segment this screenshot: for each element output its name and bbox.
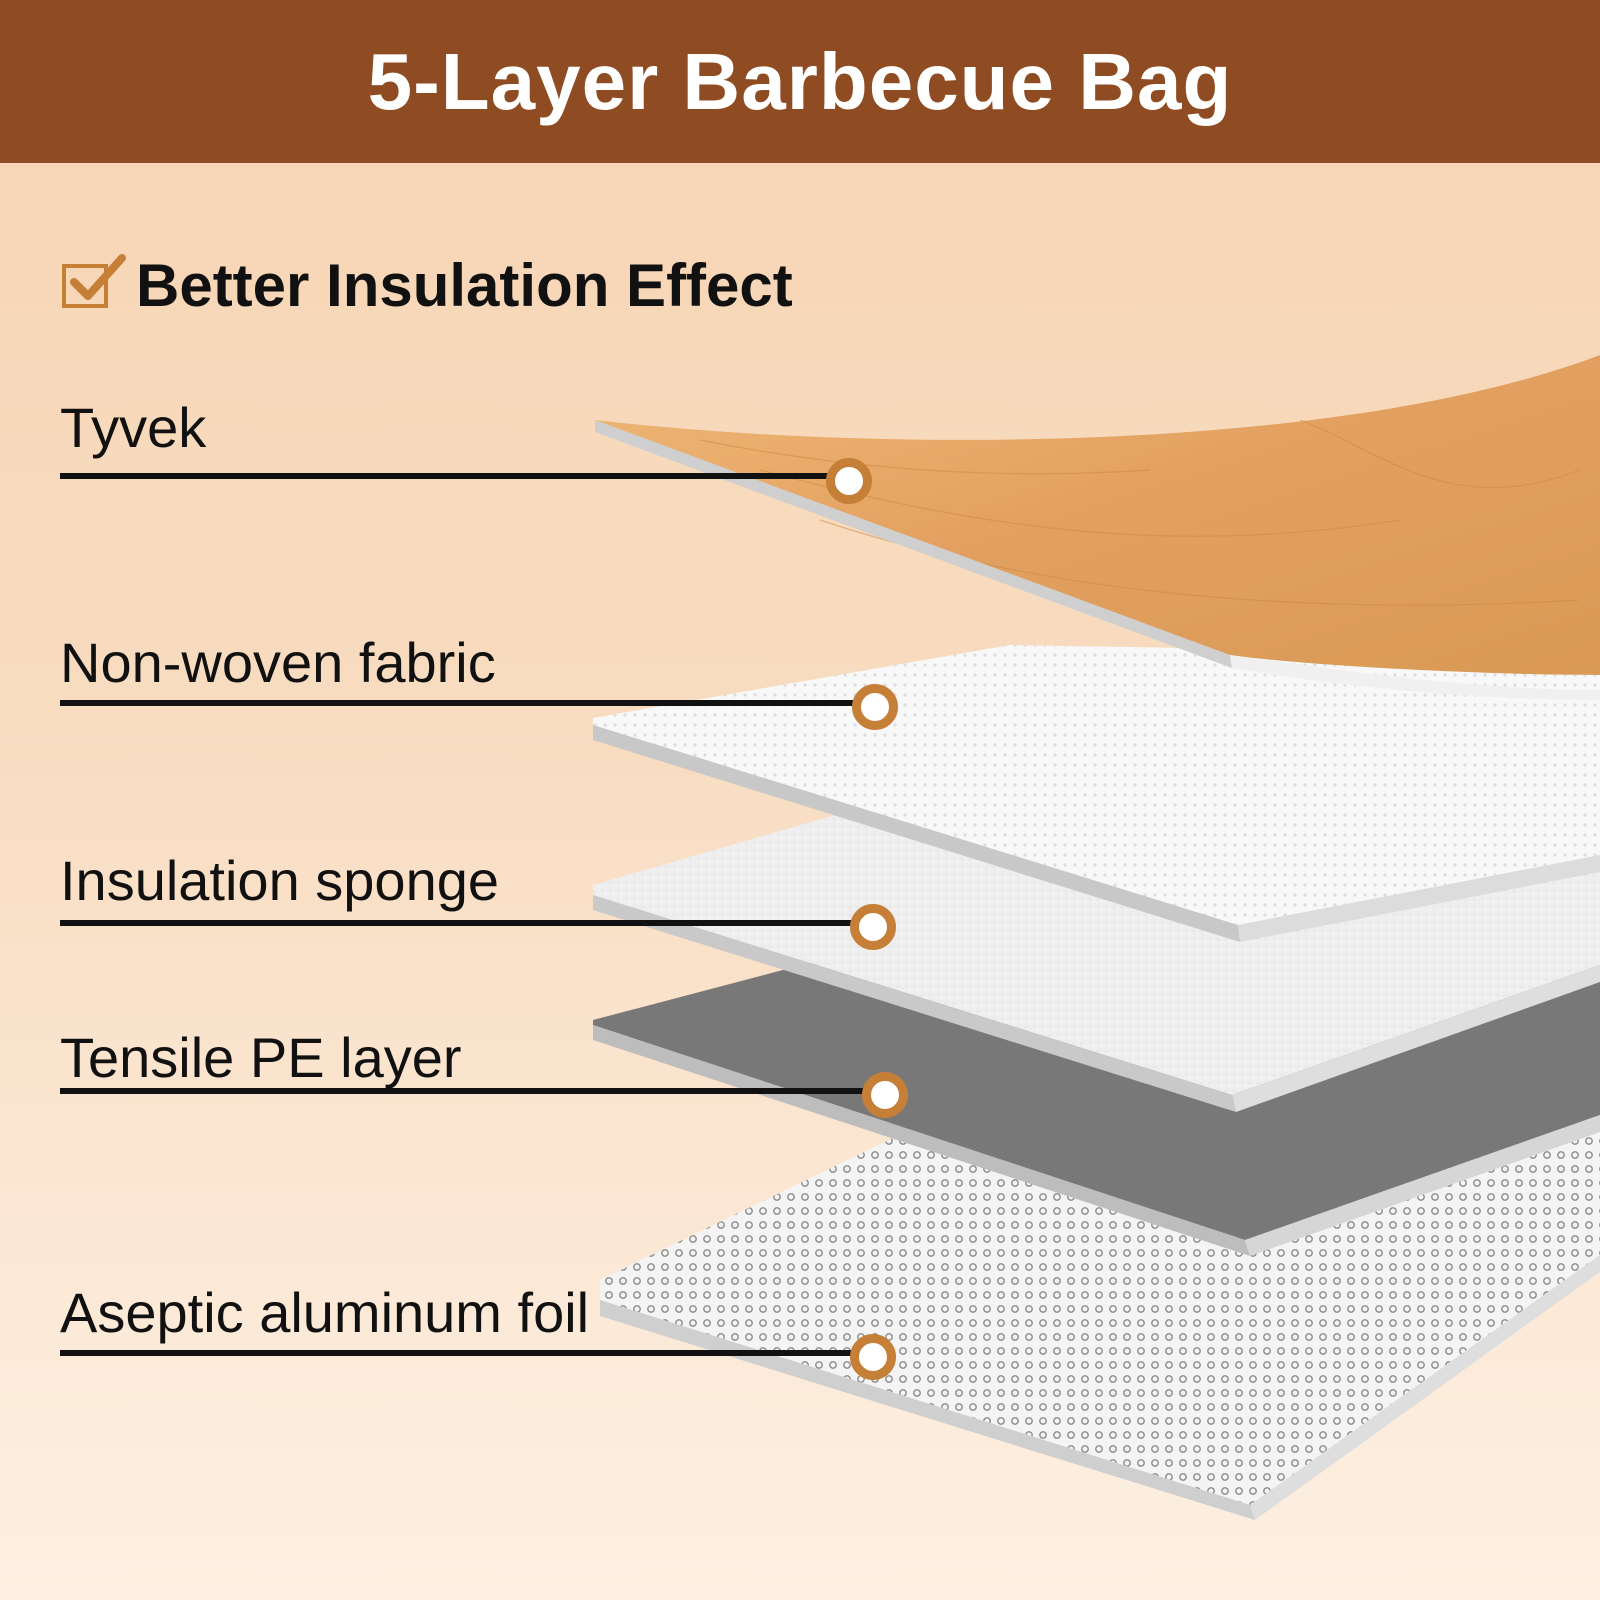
marker-tensile-pe-layer (862, 1072, 908, 1118)
checkbox-check-icon (62, 254, 126, 308)
marker-tyvek (826, 458, 872, 504)
label-tyvek: Tyvek (60, 396, 207, 459)
leader-line-non-woven-fabric (60, 700, 860, 706)
layer-non-woven-fabric (593, 645, 1600, 942)
leader-line-tensile-pe-layer (60, 1088, 870, 1094)
page-title: 5-Layer Barbecue Bag (367, 36, 1233, 126)
layer-tyvek (595, 355, 1600, 700)
label-non-woven-fabric: Non-woven fabric (60, 631, 496, 694)
subtitle-row: Better Insulation Effect (60, 250, 793, 320)
label-aseptic-aluminum-foil: Aseptic aluminum foil (60, 1281, 590, 1344)
marker-aseptic-aluminum-foil (850, 1334, 896, 1380)
subtitle: Better Insulation Effect (136, 251, 793, 319)
marker-non-woven-fabric (852, 684, 898, 730)
leader-line-insulation-sponge (60, 920, 860, 926)
leader-line-tyvek (60, 473, 840, 479)
leader-line-aseptic-aluminum-foil (60, 1350, 860, 1356)
label-tensile-pe-layer: Tensile PE layer (60, 1026, 462, 1089)
label-insulation-sponge: Insulation sponge (60, 849, 500, 912)
marker-insulation-sponge (850, 904, 896, 950)
header-banner: 5-Layer Barbecue Bag (0, 0, 1600, 163)
